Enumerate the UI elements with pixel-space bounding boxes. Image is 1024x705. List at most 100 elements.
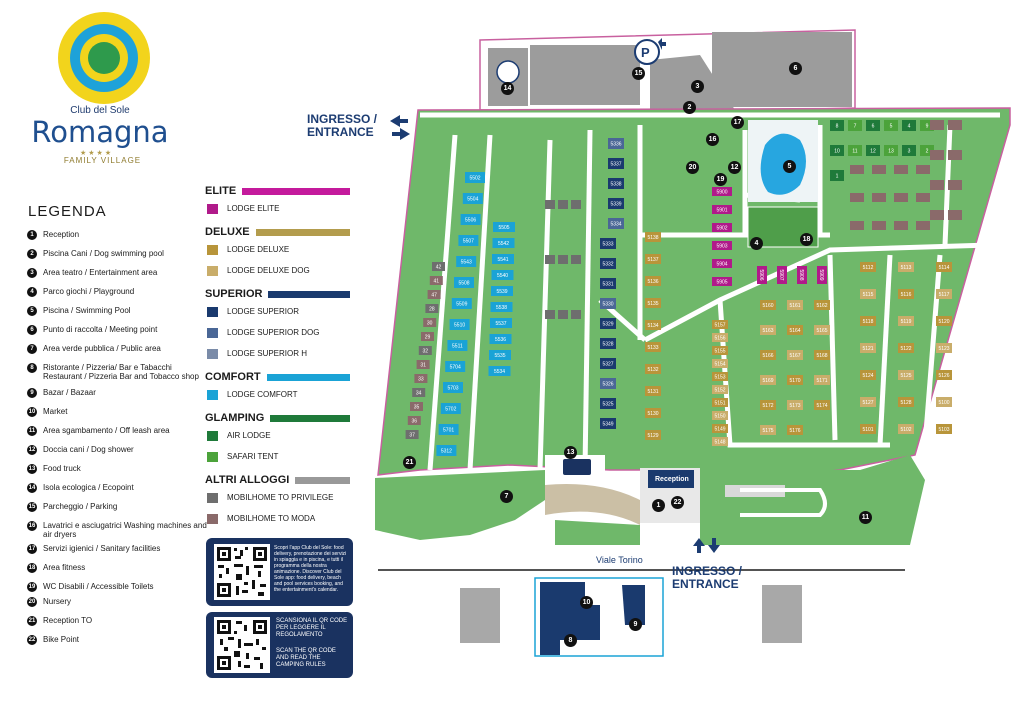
lodge-unit[interactable]: 5538 <box>490 302 513 312</box>
lodge-unit[interactable]: 5504 <box>462 193 483 204</box>
lodge-unit[interactable]: 5148 <box>712 437 728 446</box>
lodge-unit[interactable]: 5103 <box>936 424 952 434</box>
lodge-unit[interactable]: 47 <box>427 290 441 299</box>
lodge-unit[interactable]: 5168 <box>814 350 830 360</box>
lodge-unit[interactable] <box>948 120 962 130</box>
lodge-unit[interactable]: 5123 <box>936 343 952 353</box>
lodge-unit[interactable]: 5534 <box>488 366 511 376</box>
lodge-unit[interactable]: 5125 <box>898 370 914 380</box>
lodge-unit[interactable] <box>558 200 568 209</box>
lodge-unit[interactable]: 5130 <box>645 408 661 418</box>
lodge-unit[interactable]: 29 <box>421 332 434 341</box>
lodge-unit[interactable]: 5171 <box>814 375 830 385</box>
lodge-unit[interactable] <box>850 165 864 174</box>
lodge-unit[interactable]: 6 <box>866 120 880 131</box>
lodge-unit[interactable]: 5508 <box>454 277 474 288</box>
lodge-unit[interactable]: 5325 <box>600 398 616 409</box>
map-marker-10[interactable]: 10 <box>580 596 593 609</box>
lodge-unit[interactable]: 5904 <box>712 259 732 268</box>
lodge-unit[interactable]: 5162 <box>814 300 830 310</box>
lodge-unit[interactable]: 12 <box>866 145 880 156</box>
lodge-unit[interactable] <box>894 193 908 202</box>
lodge-unit[interactable] <box>930 210 944 220</box>
lodge-unit[interactable]: 5161 <box>787 300 803 310</box>
lodge-unit[interactable]: 5101 <box>860 424 876 434</box>
lodge-unit[interactable]: 5541 <box>492 254 514 264</box>
lodge-unit[interactable]: 5907 <box>777 266 787 284</box>
lodge-unit[interactable] <box>872 193 886 202</box>
lodge-unit[interactable]: 5124 <box>860 370 876 380</box>
lodge-unit[interactable]: 5164 <box>787 325 803 335</box>
lodge-unit[interactable]: 5137 <box>645 254 661 264</box>
lodge-unit[interactable]: 41 <box>429 276 443 285</box>
lodge-unit[interactable]: 2 <box>920 145 934 156</box>
map-marker-7[interactable]: 7 <box>500 490 513 503</box>
lodge-unit[interactable] <box>872 221 886 230</box>
lodge-unit[interactable]: 5174 <box>814 400 830 410</box>
lodge-unit[interactable]: 5149 <box>712 424 728 433</box>
lodge-unit[interactable]: 5509 <box>451 298 472 309</box>
map-marker-6[interactable]: 6 <box>789 62 802 75</box>
lodge-unit[interactable] <box>916 165 930 174</box>
lodge-unit[interactable]: 34 <box>412 388 426 397</box>
lodge-unit[interactable] <box>916 193 930 202</box>
lodge-unit[interactable]: 5102 <box>898 424 914 434</box>
lodge-unit[interactable]: 5909 <box>817 266 827 284</box>
lodge-unit[interactable]: 5150 <box>712 411 728 420</box>
lodge-unit[interactable]: 5349 <box>600 418 616 429</box>
lodge-unit[interactable]: 5170 <box>787 375 803 385</box>
map-marker-9[interactable]: 9 <box>629 618 642 631</box>
lodge-unit[interactable]: 5312 <box>436 445 457 456</box>
lodge-unit[interactable]: 5328 <box>600 338 616 349</box>
lodge-unit[interactable]: 5543 <box>456 256 477 267</box>
lodge-unit[interactable] <box>872 165 886 174</box>
lodge-unit[interactable] <box>571 310 581 319</box>
lodge-unit[interactable]: 5542 <box>492 238 515 248</box>
map-marker-18[interactable]: 18 <box>800 233 813 246</box>
lodge-unit[interactable]: 5703 <box>443 382 463 393</box>
lodge-unit[interactable]: 5539 <box>491 286 513 296</box>
lodge-unit[interactable]: 5156 <box>712 333 728 342</box>
lodge-unit[interactable]: 5336 <box>608 138 624 149</box>
lodge-unit[interactable]: 5176 <box>787 425 803 435</box>
lodge-unit[interactable] <box>930 150 944 160</box>
lodge-unit[interactable]: 5536 <box>489 334 512 344</box>
lodge-unit[interactable]: 10 <box>830 145 844 156</box>
lodge-unit[interactable] <box>850 221 864 230</box>
lodge-unit[interactable]: 5331 <box>600 278 616 289</box>
lodge-unit[interactable]: 5332 <box>600 258 616 269</box>
lodge-unit[interactable] <box>930 180 944 190</box>
lodge-unit[interactable]: 9 <box>920 120 934 131</box>
lodge-unit[interactable]: 5133 <box>645 342 661 352</box>
lodge-unit[interactable]: 5163 <box>760 325 776 335</box>
lodge-unit[interactable]: 5117 <box>936 289 952 299</box>
lodge-unit[interactable]: 5334 <box>608 218 624 229</box>
lodge-unit[interactable]: 5510 <box>449 319 470 330</box>
lodge-unit[interactable]: 5120 <box>936 316 952 326</box>
lodge-unit[interactable]: 5160 <box>760 300 776 310</box>
lodge-unit[interactable]: 7 <box>848 120 862 131</box>
lodge-unit[interactable] <box>545 310 555 319</box>
lodge-unit[interactable]: 36 <box>407 416 421 425</box>
lodge-unit[interactable] <box>948 180 962 190</box>
lodge-unit[interactable]: 5122 <box>898 343 914 353</box>
map-marker-19[interactable]: 19 <box>714 173 727 186</box>
lodge-unit[interactable]: 5132 <box>645 364 661 374</box>
lodge-unit[interactable]: 5535 <box>489 350 511 360</box>
map-marker-5[interactable]: 5 <box>783 160 796 173</box>
qr-code-rules[interactable] <box>214 617 270 673</box>
lodge-unit[interactable]: 5537 <box>490 318 512 328</box>
lodge-unit[interactable]: 5119 <box>898 316 914 326</box>
map-marker-1[interactable]: 1 <box>652 499 665 512</box>
lodge-unit[interactable]: 5702 <box>440 403 461 414</box>
lodge-unit[interactable]: 42 <box>432 262 445 271</box>
lodge-unit[interactable]: 5167 <box>787 350 803 360</box>
lodge-unit[interactable]: 5136 <box>645 276 661 286</box>
lodge-unit[interactable]: 5900 <box>712 187 732 196</box>
lodge-unit[interactable]: 3 <box>902 145 916 156</box>
lodge-unit[interactable]: 32 <box>418 346 432 355</box>
map-marker-13[interactable]: 13 <box>564 446 577 459</box>
lodge-unit[interactable]: 4 <box>902 120 916 131</box>
lodge-unit[interactable]: 5166 <box>760 350 776 360</box>
lodge-unit[interactable] <box>571 200 581 209</box>
